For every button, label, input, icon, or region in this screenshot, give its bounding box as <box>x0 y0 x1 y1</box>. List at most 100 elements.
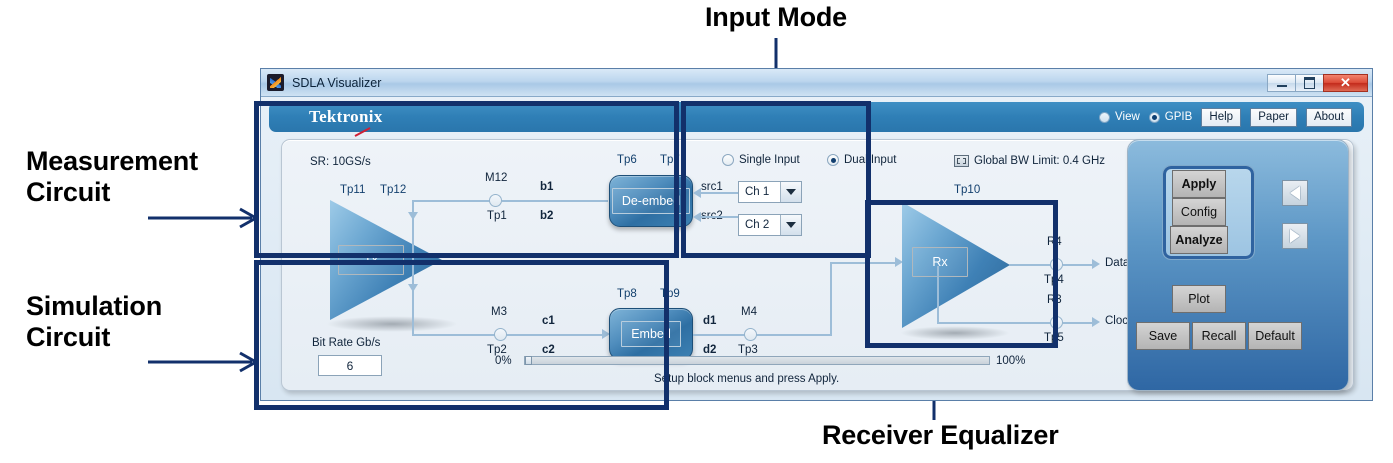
wire-arrow-down-branch <box>408 284 418 292</box>
progress-bar[interactable] <box>524 356 990 365</box>
arrow-data <box>1092 259 1100 269</box>
arrow-src1 <box>693 188 701 198</box>
rx-block-label: Rx <box>912 247 968 277</box>
label-clock-output: Clock <box>1105 315 1134 327</box>
highlight-input-mode <box>681 101 871 258</box>
tektronix-header: Tektronix View GPIB Help Paper About <box>269 102 1364 132</box>
bit-rate-input[interactable]: 6 <box>318 355 382 376</box>
wire-arrow-up-branch <box>408 212 418 220</box>
maximize-button[interactable] <box>1295 73 1324 92</box>
wire-data-tail <box>1063 264 1095 266</box>
label-tp2: Tp2 <box>487 344 507 356</box>
wire-m4-up <box>830 262 832 334</box>
progress-min-label: 0% <box>495 355 512 367</box>
annotation-measurement-circuit: Measurement Circuit <box>26 146 198 207</box>
rx-triangle <box>902 202 1010 328</box>
wire-data-out <box>1009 264 1053 266</box>
arrow-rx-in <box>895 257 903 267</box>
label-b1: b1 <box>540 181 554 193</box>
radio-single-input-label: Single Input <box>739 154 800 166</box>
global-bw-limit-label: Global BW Limit: 0.4 GHz <box>974 155 1106 167</box>
control-panel: Apply Config Analyze Plot Save Recall De… <box>1127 139 1349 391</box>
window-controls: ✕ <box>1267 73 1372 92</box>
annotation-arrow-simulation <box>148 351 260 373</box>
progress-max-label: 100% <box>996 355 1026 367</box>
radio-dual-input-dot <box>827 154 839 166</box>
radio-single-input[interactable]: Single Input <box>722 154 800 166</box>
wire-m12-out <box>502 200 608 202</box>
label-tp3: Tp3 <box>738 344 758 356</box>
wire-clock-tail <box>1063 322 1095 324</box>
node-m4[interactable] <box>744 328 757 341</box>
label-tp6: Tp6 <box>617 154 637 166</box>
wire-src1 <box>701 192 738 194</box>
window-titlebar[interactable]: SDLA Visualizer ✕ <box>261 69 1372 97</box>
config-button[interactable]: Config <box>1172 198 1226 226</box>
chevron-left-icon <box>1290 186 1300 200</box>
rx-block[interactable]: Rx <box>912 247 968 277</box>
radio-single-input-dot <box>722 154 734 166</box>
bit-rate-label: Bit Rate Gb/s <box>312 337 381 349</box>
paper-button[interactable]: Paper <box>1250 107 1297 127</box>
plot-button[interactable]: Plot <box>1172 285 1226 313</box>
node-m3[interactable] <box>494 328 507 341</box>
label-src1: src1 <box>701 181 723 193</box>
window-title: SDLA Visualizer <box>292 75 382 90</box>
radio-gpib[interactable]: GPIB <box>1148 111 1193 123</box>
label-tp11: Tp11 <box>340 184 366 196</box>
radio-view[interactable]: View <box>1099 111 1140 123</box>
wire-src2 <box>701 216 738 218</box>
sample-rate-label: SR: 10GS/s <box>310 156 371 168</box>
label-b2: b2 <box>540 210 554 222</box>
matlab-icon <box>267 74 284 91</box>
radio-gpib-dot <box>1148 111 1160 123</box>
wire-tx-trunk <box>412 200 414 336</box>
label-tp8: Tp8 <box>617 288 637 300</box>
chevron-down-icon-ch2 <box>780 215 801 235</box>
help-button[interactable]: Help <box>1201 107 1242 127</box>
wire-m4-out <box>757 334 832 336</box>
annotation-simulation-circuit: Simulation Circuit <box>26 291 163 352</box>
wire-clock-out <box>937 322 1053 324</box>
default-button[interactable]: Default <box>1248 322 1302 350</box>
label-m3: M3 <box>491 306 507 318</box>
arrow-embed-in <box>602 329 610 339</box>
label-tp12: Tp12 <box>380 184 407 196</box>
radio-view-dot <box>1099 111 1111 123</box>
next-button[interactable] <box>1282 223 1308 249</box>
apply-button[interactable]: Apply <box>1172 170 1226 198</box>
label-d2: d2 <box>703 344 717 356</box>
node-m12[interactable] <box>489 194 502 207</box>
label-c1: c1 <box>542 315 555 327</box>
arrow-src2 <box>693 212 701 222</box>
save-button[interactable]: Save <box>1136 322 1190 350</box>
label-tp10: Tp10 <box>954 184 981 196</box>
embed-block[interactable]: Embed <box>609 308 693 360</box>
channel2-select[interactable]: Ch 2 <box>738 214 802 236</box>
application-window: SDLA Visualizer ✕ Tektronix View GPIB He… <box>260 68 1373 401</box>
wire-m12-in <box>412 200 496 202</box>
recall-button[interactable]: Recall <box>1192 322 1246 350</box>
label-c2: c2 <box>542 344 555 356</box>
annotation-arrow-measurement <box>148 207 260 229</box>
label-data-output: Data <box>1105 257 1130 269</box>
minimize-button[interactable] <box>1267 73 1296 92</box>
channel1-select[interactable]: Ch 1 <box>738 181 802 203</box>
rx-shadow <box>900 326 1010 340</box>
about-button[interactable]: About <box>1305 107 1352 127</box>
close-button[interactable]: ✕ <box>1323 73 1368 92</box>
radio-gpib-label: GPIB <box>1164 111 1193 123</box>
wire-clock-drop <box>937 266 939 324</box>
analyze-button[interactable]: Analyze <box>1170 226 1228 254</box>
embed-block-label: Embed <box>621 321 681 347</box>
global-bw-limit[interactable]: Global BW Limit: 0.4 GHz <box>954 155 1105 167</box>
status-message: Setup block menus and press Apply. <box>654 373 840 385</box>
channel2-value: Ch 2 <box>745 219 770 231</box>
chevron-right-icon <box>1290 229 1300 243</box>
progress-bar-thumb[interactable] <box>525 356 532 365</box>
wire-m3-in <box>412 334 500 336</box>
previous-button[interactable] <box>1282 180 1308 206</box>
header-controls: View GPIB Help Paper About <box>1099 107 1364 127</box>
channel1-value: Ch 1 <box>745 186 770 198</box>
wire-m3-out <box>507 334 603 336</box>
